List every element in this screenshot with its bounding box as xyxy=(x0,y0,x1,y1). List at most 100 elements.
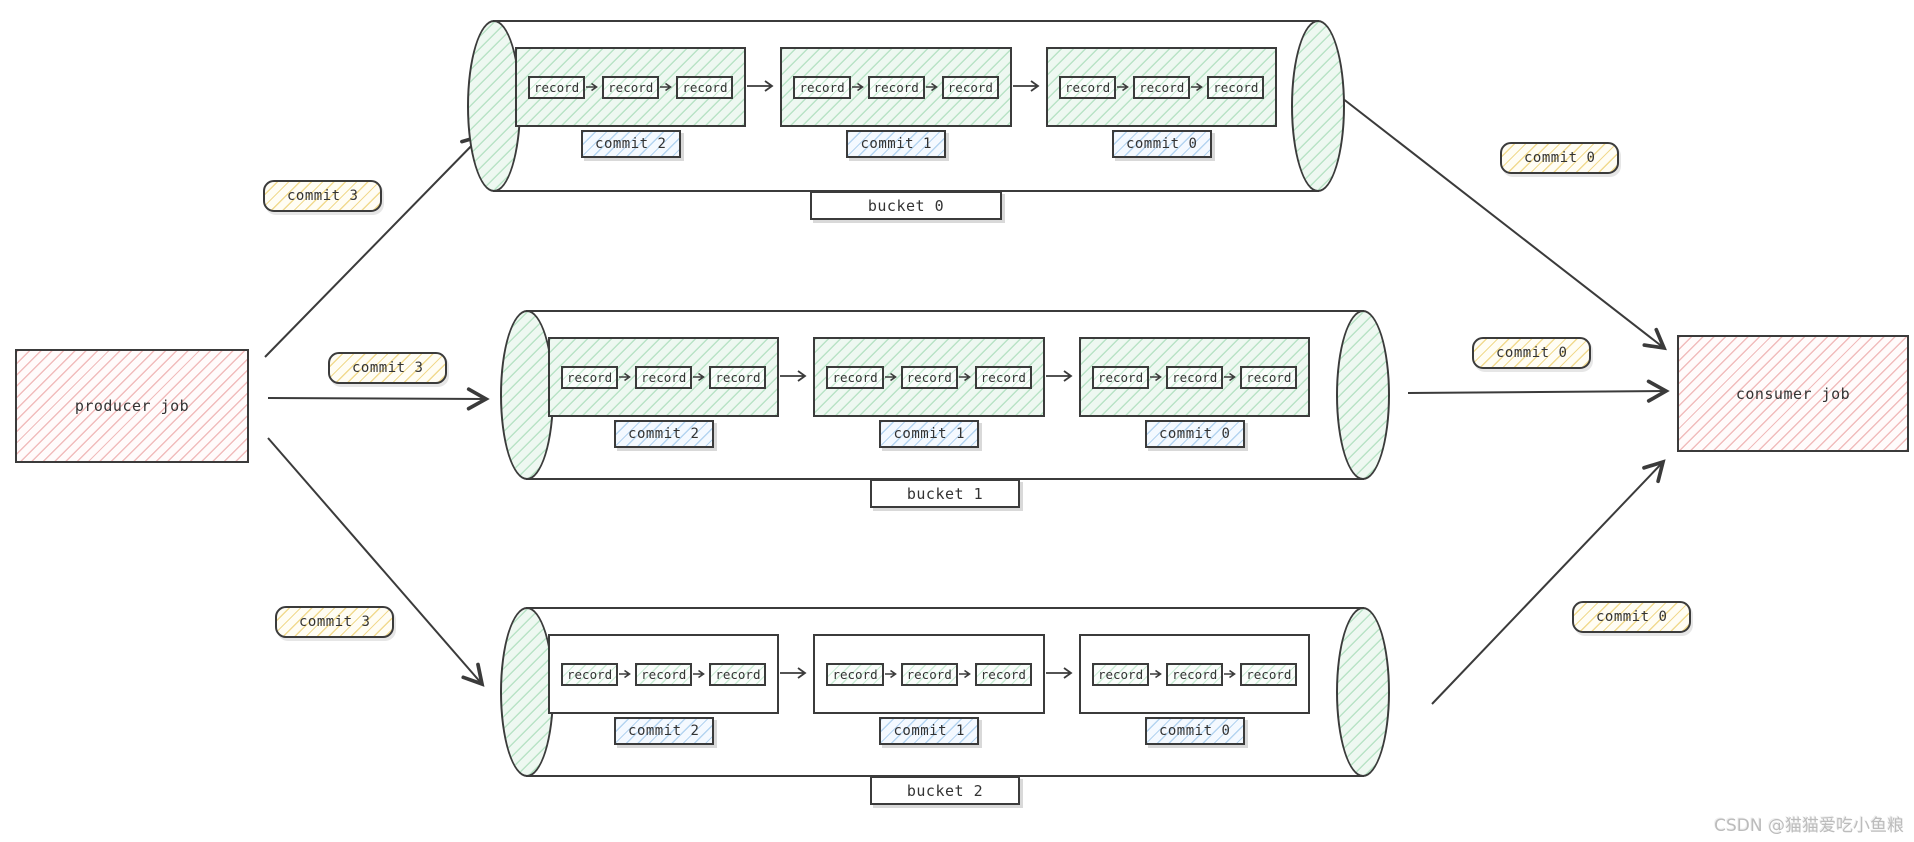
record-box: record xyxy=(709,365,767,389)
edge-producer-bucket2 xyxy=(267,437,485,687)
record-flow-arrow-icon xyxy=(1150,669,1162,679)
record-group-box: record record record xyxy=(1045,47,1278,127)
record-box: record xyxy=(528,75,586,99)
record-group-box: record record record xyxy=(548,634,780,714)
record-flow-arrow-icon xyxy=(851,82,864,92)
group-flow-arrow-icon xyxy=(1045,667,1073,679)
bucket-0-left-cap xyxy=(467,20,521,192)
group-flow-arrow-icon xyxy=(1045,370,1073,382)
bucket-2-left-cap xyxy=(500,607,554,777)
group-flow-arrow-icon xyxy=(780,667,808,679)
commit-group: record record record commit 2 xyxy=(548,634,780,745)
record-flow-arrow-icon xyxy=(1191,82,1204,92)
commit-tag: commit 2 xyxy=(613,420,714,448)
record-box: record xyxy=(826,662,884,686)
record-box: record xyxy=(1207,75,1265,99)
edge-bucket2-consumer xyxy=(1431,459,1666,705)
record-box: record xyxy=(635,662,693,686)
record-flow-arrow-icon xyxy=(586,82,599,92)
record-box: record xyxy=(1240,662,1298,686)
record-flow-arrow-icon xyxy=(693,372,706,382)
record-box: record xyxy=(709,662,767,686)
group-flow-arrow-icon xyxy=(747,80,775,92)
commit0-tag-middle: commit 0 xyxy=(1472,337,1592,369)
bucket-2-label: bucket 2 xyxy=(870,776,1020,805)
commit3-tag-bottom: commit 3 xyxy=(275,606,395,638)
producer-job-label: producer job xyxy=(74,397,190,415)
edge-bucket1-consumer xyxy=(1407,379,1670,403)
record-flow-arrow-icon xyxy=(1224,669,1237,679)
record-flow-arrow-icon xyxy=(619,669,632,679)
record-flow-arrow-icon xyxy=(958,669,971,679)
record-box: record xyxy=(1058,75,1117,99)
record-group-box: record record record xyxy=(1078,337,1311,417)
record-group-box: record record record xyxy=(813,337,1045,417)
bucket-0-right-cap xyxy=(1291,20,1345,192)
record-box: record xyxy=(900,365,958,389)
record-box: record xyxy=(1166,365,1224,389)
record-group-box: record record record xyxy=(813,634,1045,714)
record-flow-arrow-icon xyxy=(693,669,706,679)
record-box: record xyxy=(867,75,925,99)
commit-tag: commit 2 xyxy=(613,717,714,745)
record-flow-arrow-icon xyxy=(958,372,971,382)
commit-group: record record record commit 0 xyxy=(1045,47,1278,158)
bucket-1-right-cap xyxy=(1336,310,1390,480)
record-box: record xyxy=(561,365,619,389)
bucket-2-right-cap xyxy=(1336,607,1390,777)
edge-producer-bucket1 xyxy=(267,387,490,411)
commit3-tag-top: commit 3 xyxy=(263,180,383,212)
commit-tag: commit 1 xyxy=(879,420,980,448)
bucket-1-label: bucket 1 xyxy=(870,479,1020,508)
edge-bucket0-consumer xyxy=(1341,97,1667,351)
record-flow-arrow-icon xyxy=(660,82,673,92)
record-box: record xyxy=(974,365,1032,389)
bucket-1-left-cap xyxy=(500,310,554,480)
watermark: CSDN @猫猫爱吃小鱼粮 xyxy=(1714,816,1904,836)
commit-tag: commit 0 xyxy=(1144,717,1245,745)
record-box: record xyxy=(1091,662,1150,686)
record-box: record xyxy=(602,75,660,99)
commit-group: record record record commit 2 xyxy=(515,47,747,158)
record-flow-arrow-icon xyxy=(925,82,938,92)
commit-tag: commit 2 xyxy=(580,130,681,158)
commit-tag: commit 0 xyxy=(1144,420,1245,448)
record-box: record xyxy=(1091,365,1150,389)
commit0-tag-bottom: commit 0 xyxy=(1572,601,1692,633)
commit3-tag-middle: commit 3 xyxy=(328,352,448,384)
record-flow-arrow-icon xyxy=(884,669,897,679)
record-box: record xyxy=(561,662,619,686)
commit-group: record record record commit 0 xyxy=(1078,337,1311,448)
group-flow-arrow-icon xyxy=(780,370,808,382)
commit-tag: commit 1 xyxy=(879,717,980,745)
record-box: record xyxy=(826,365,884,389)
commit-tag: commit 0 xyxy=(1111,130,1212,158)
bucket-0-label: bucket 0 xyxy=(810,191,1002,220)
record-box: record xyxy=(676,75,734,99)
record-box: record xyxy=(1240,365,1298,389)
consumer-job-label: consumer job xyxy=(1735,384,1851,403)
commit-group: record record record commit 1 xyxy=(813,634,1045,745)
producer-job-box: producer job xyxy=(15,349,249,463)
group-flow-arrow-icon xyxy=(1012,80,1040,92)
record-box: record xyxy=(974,662,1032,686)
record-flow-arrow-icon xyxy=(1150,372,1162,382)
record-box: record xyxy=(900,662,958,686)
record-flow-arrow-icon xyxy=(1224,372,1237,382)
record-box: record xyxy=(941,75,999,99)
record-box: record xyxy=(1133,75,1191,99)
record-flow-arrow-icon xyxy=(884,372,897,382)
record-group-box: record record record xyxy=(515,47,747,127)
